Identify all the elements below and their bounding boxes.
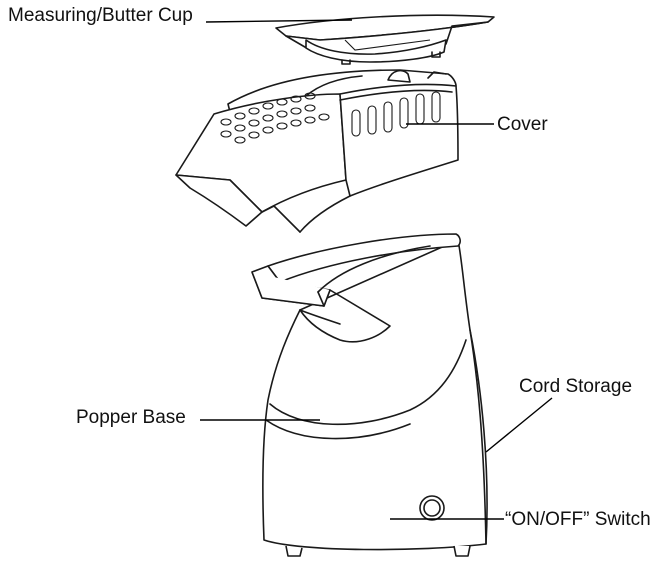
measuring-butter-cup-label: Measuring/Butter Cup xyxy=(8,5,193,26)
cord-storage-label: Cord Storage xyxy=(519,376,633,397)
measuring-butter-cup-part xyxy=(275,14,495,65)
cover-part xyxy=(175,69,459,233)
leader-lines xyxy=(200,19,553,520)
leader-measuring-cup xyxy=(205,19,353,23)
on-off-switch-label: “ON/OFF” Switch xyxy=(505,509,651,530)
leader-cord-storage xyxy=(485,397,553,453)
popper-base-label: Popper Base xyxy=(76,407,186,428)
popper-base-part xyxy=(251,233,488,557)
cover-label: Cover xyxy=(497,114,548,135)
